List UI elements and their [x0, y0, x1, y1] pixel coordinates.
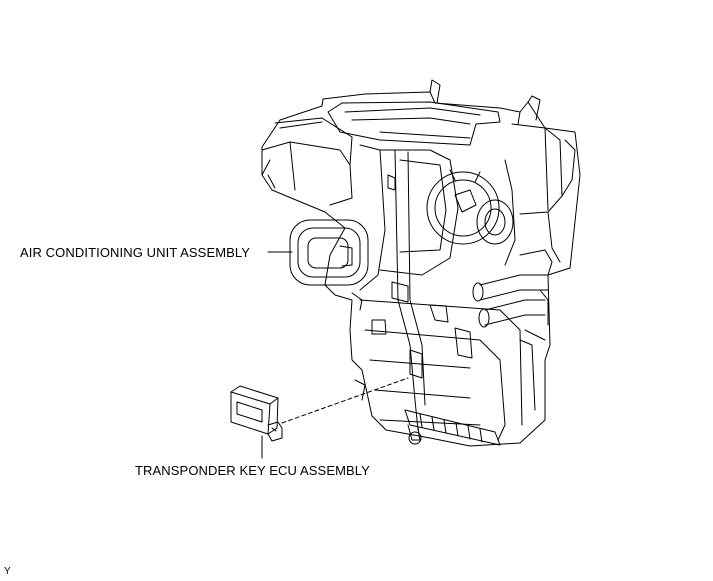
dashed-locator-line: [281, 377, 409, 424]
ecu-label: TRANSPONDER KEY ECU ASSEMBLY: [135, 463, 370, 478]
illustration-code: Y: [4, 566, 11, 577]
transponder-key-ecu-drawing: [230, 385, 283, 442]
ac-unit-label: AIR CONDITIONING UNIT ASSEMBLY: [20, 245, 251, 260]
air-conditioning-unit-drawing: [261, 79, 581, 447]
